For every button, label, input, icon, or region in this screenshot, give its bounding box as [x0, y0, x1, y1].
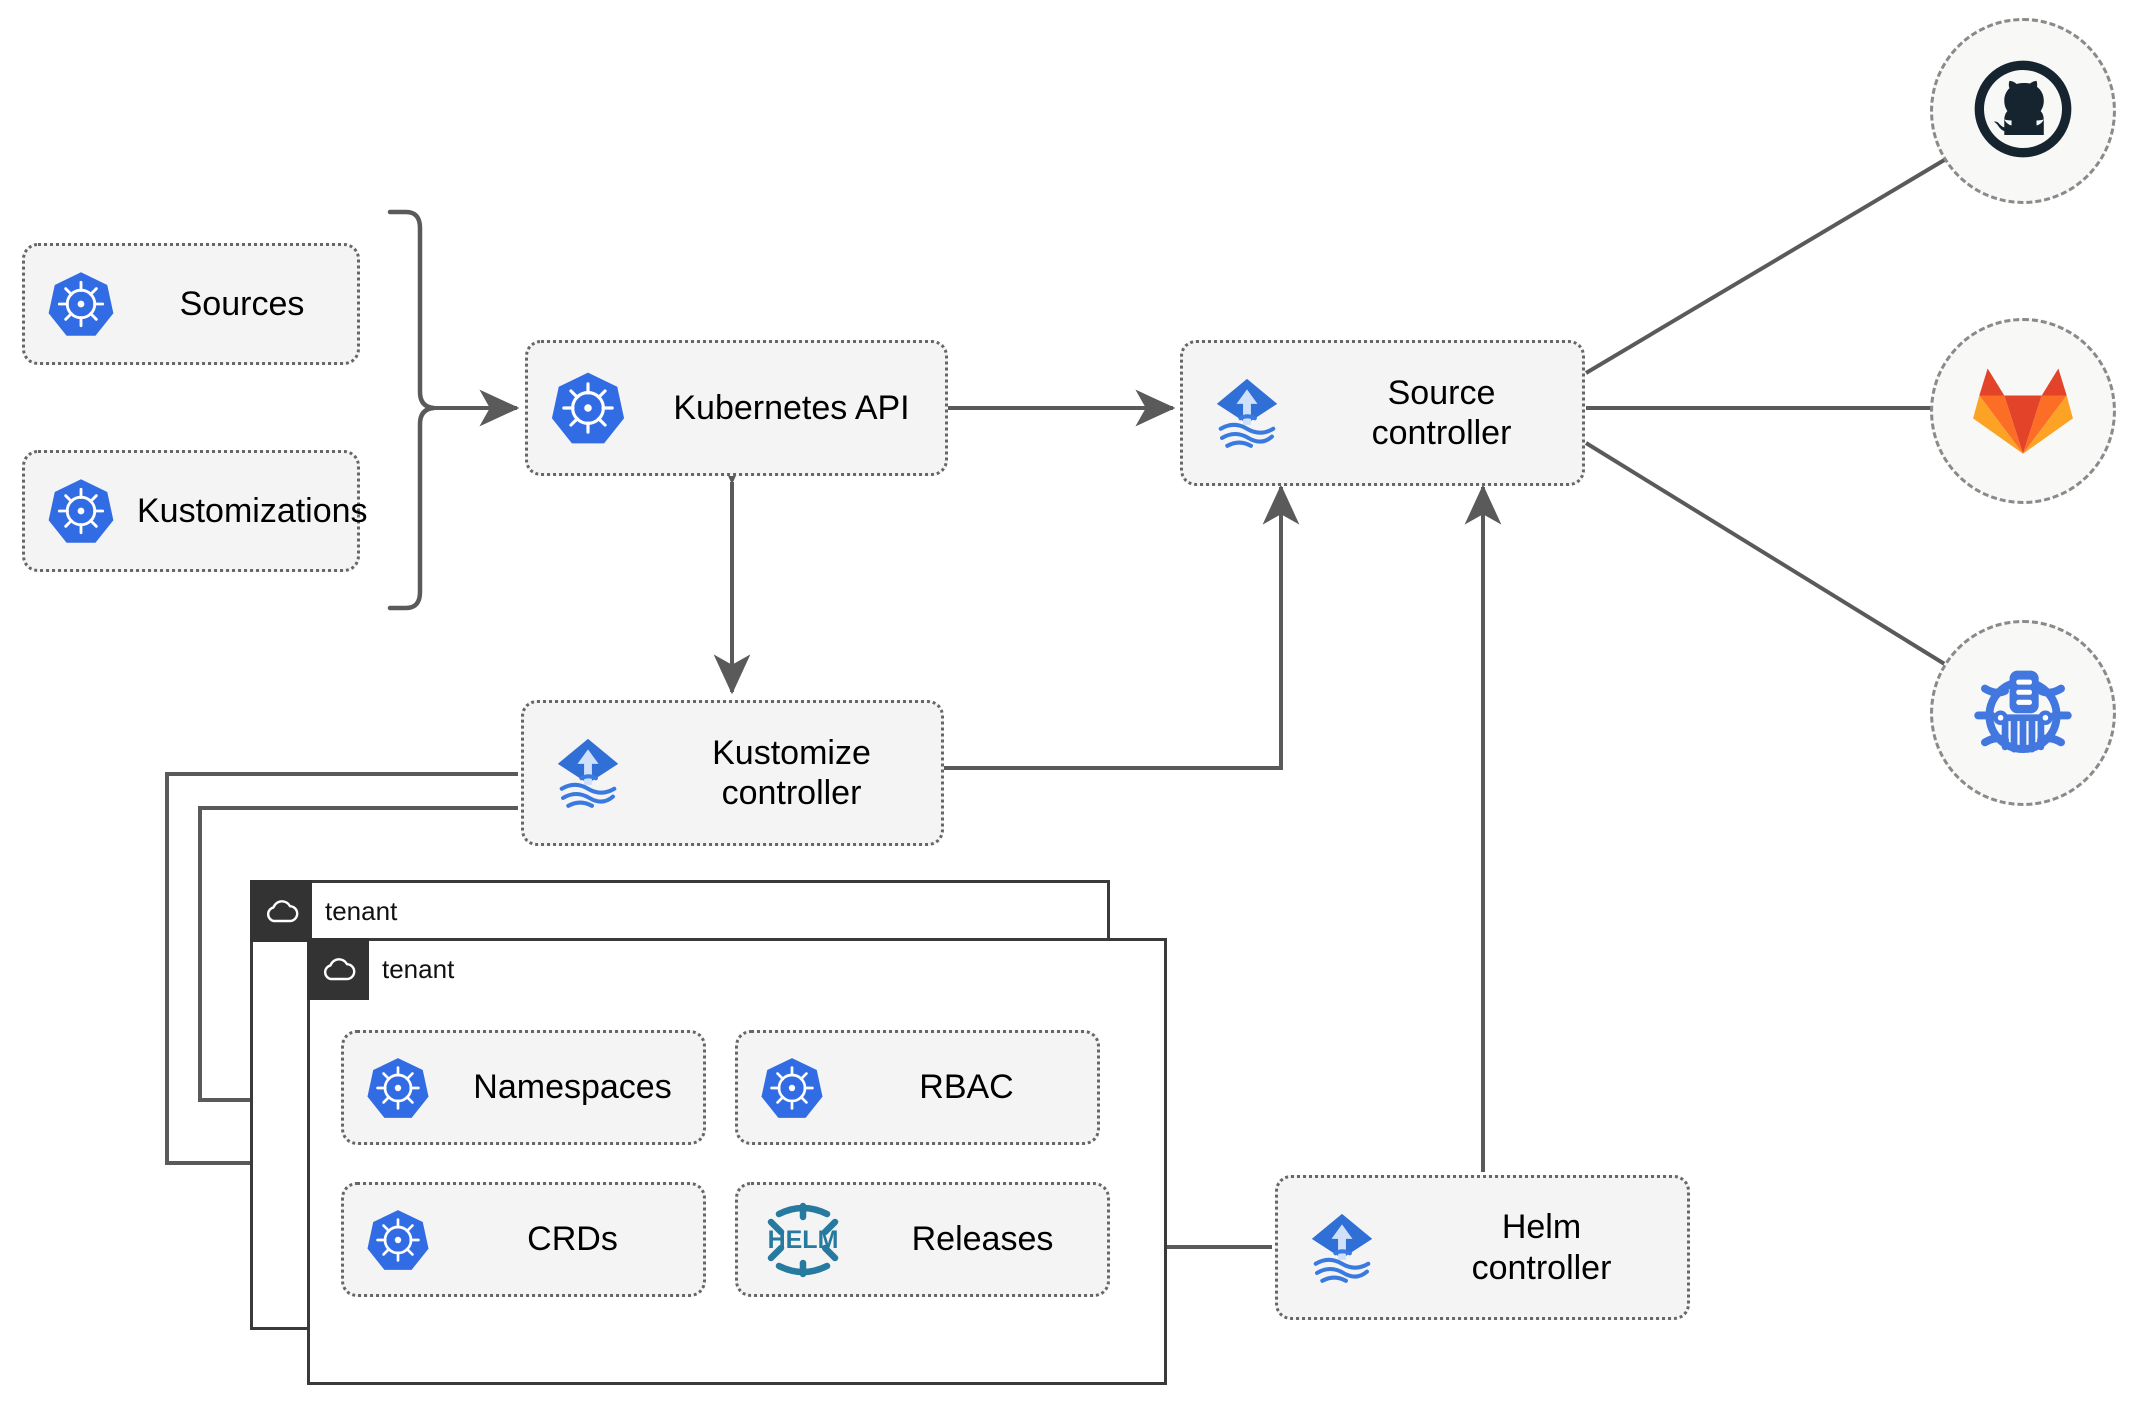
node-kustomizations[interactable]: Kustomizations	[22, 450, 368, 572]
kubernetes-icon	[528, 369, 648, 447]
flux-icon	[524, 731, 652, 815]
node-label: Source controller	[1371, 373, 1512, 452]
node-label: RBAC	[919, 1068, 1014, 1107]
node-namespaces[interactable]: Namespaces	[341, 1030, 706, 1145]
bucket-icon	[1967, 655, 2079, 772]
svg-text:HELM: HELM	[768, 1226, 839, 1254]
github-icon	[1971, 57, 2075, 166]
edge-kustomize-ctrl-source-ctrl	[944, 484, 1300, 770]
provider-github[interactable]	[1930, 18, 2116, 204]
kubernetes-icon	[738, 1055, 846, 1121]
cloud-icon	[250, 880, 312, 942]
node-label: Releases	[911, 1220, 1054, 1259]
kubernetes-icon	[25, 269, 137, 339]
gitlab-icon	[1971, 360, 2075, 463]
node-helm-controller[interactable]: Helm controller	[1275, 1175, 1690, 1320]
provider-gitlab[interactable]	[1930, 318, 2116, 504]
node-sources[interactable]: Sources	[22, 243, 360, 365]
node-label: Namespaces	[473, 1068, 672, 1107]
node-kustomize-controller[interactable]: Kustomize controller	[521, 700, 944, 846]
node-label: Kubernetes API	[673, 388, 910, 427]
tenant-label: tenant	[382, 953, 455, 984]
provider-bucket[interactable]	[1930, 620, 2116, 806]
kubernetes-icon	[344, 1055, 452, 1121]
node-crds[interactable]: CRDs	[341, 1182, 706, 1297]
node-label: Helm controller	[1471, 1208, 1612, 1287]
node-label: CRDs	[527, 1220, 618, 1259]
flux-icon	[1278, 1206, 1406, 1290]
kubernetes-icon	[344, 1207, 452, 1273]
kubernetes-icon	[25, 476, 137, 546]
node-releases[interactable]: HELM Releases	[735, 1182, 1110, 1297]
helm-icon: HELM	[738, 1200, 868, 1280]
node-label: Sources	[179, 284, 305, 323]
tenant-container-front: tenant	[307, 938, 1167, 1385]
node-rbac[interactable]: RBAC	[735, 1030, 1100, 1145]
node-kubernetes-api[interactable]: Kubernetes API	[525, 340, 948, 476]
node-label: Kustomizations	[137, 491, 368, 530]
cloud-icon	[307, 938, 369, 1000]
tenant-label: tenant	[325, 895, 398, 926]
flux-icon	[1183, 371, 1311, 455]
edge-group-brace	[387, 209, 435, 611]
node-source-controller[interactable]: Source controller	[1180, 340, 1585, 486]
node-label: Kustomize controller	[712, 733, 871, 812]
